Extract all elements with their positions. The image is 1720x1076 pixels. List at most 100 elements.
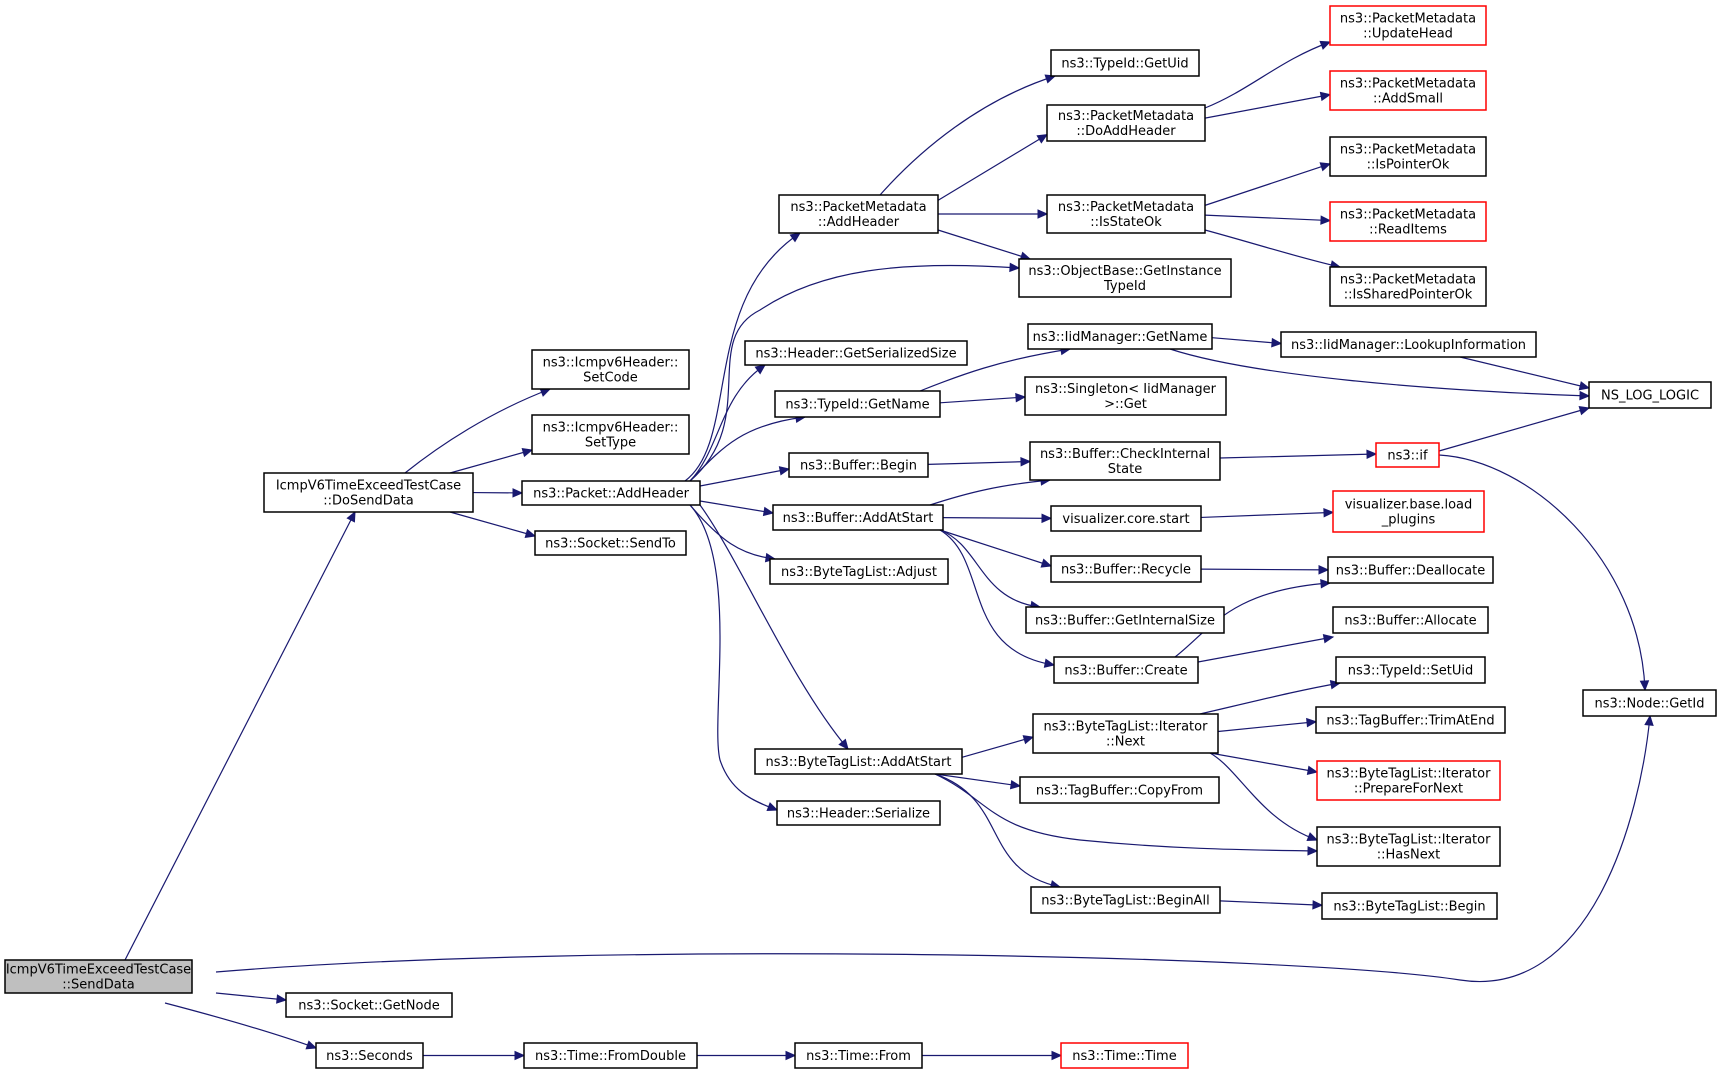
edge-line: [1219, 900, 1323, 906]
node-label: ns3::ByteTagList::Adjust: [781, 565, 937, 580]
node-fromDouble[interactable]: ns3::Time::FromDouble: [523, 1042, 698, 1069]
edge-line: [1217, 721, 1317, 733]
node-btlAdjust[interactable]: ns3::ByteTagList::Adjust: [769, 558, 949, 585]
node-setCode[interactable]: ns3::Icmpv6Header::SetCode: [531, 349, 690, 390]
node-btlBegin[interactable]: ns3::ByteTagList::Begin: [1321, 892, 1498, 920]
arrowhead-icon: [1022, 735, 1035, 745]
node-setType[interactable]: ns3::Icmpv6Header::SetType: [531, 414, 690, 455]
node-hdrSerialize[interactable]: ns3::Header::Serialize: [776, 800, 941, 826]
call-edge-pmAddHeader-to-doAddHeader: [937, 133, 1049, 201]
node-nodeGetId[interactable]: ns3::Node::GetId: [1582, 689, 1717, 717]
node-bufCreate[interactable]: ns3::Buffer::Create: [1053, 656, 1199, 684]
arrowhead-icon: [1320, 579, 1332, 589]
node-label: ns3::Seconds: [326, 1049, 413, 1064]
node-isPointerOk[interactable]: ns3::PacketMetadata::IsPointerOk: [1329, 136, 1487, 177]
node-doSendData[interactable]: IcmpV6TimeExceedTestCase::DoSendData: [263, 472, 474, 513]
call-edge-bufAddAtStart-to-bufCreate: [939, 529, 1056, 668]
edge-line: [699, 504, 849, 750]
node-bufRecycle[interactable]: ns3::Buffer::Recycle: [1050, 555, 1202, 583]
node-singletonGet[interactable]: ns3::Singleton< IidManager>::Get: [1024, 376, 1227, 416]
node-pktAddHeader[interactable]: ns3::Packet::AddHeader: [521, 480, 701, 506]
node-isSharedPtrOk[interactable]: ns3::PacketMetadata::IsSharedPointerOk: [1329, 266, 1487, 307]
node-vizLoadPlugins[interactable]: visualizer.base.load_plugins: [1332, 490, 1485, 533]
edge-line: [1204, 214, 1331, 222]
edge-line: [939, 529, 1052, 567]
node-setUid[interactable]: ns3::TypeId::SetUid: [1335, 656, 1486, 684]
node-sendTo[interactable]: ns3::Socket::SendTo: [534, 530, 687, 556]
node-hasNext[interactable]: ns3::ByteTagList::Iterator::HasNext: [1316, 826, 1501, 867]
node-btlBeginAll[interactable]: ns3::ByteTagList::BeginAll: [1030, 886, 1221, 914]
edge-line: [937, 229, 1031, 260]
call-edge-iidGetName-to-nsLogLogic: [1169, 348, 1591, 401]
node-label: ns3::Header::GetSerializedSize: [755, 347, 956, 362]
node-box: [531, 349, 690, 390]
node-lookupInfo[interactable]: ns3::IidManager::LookupInformation: [1280, 331, 1537, 358]
node-doAddHeader[interactable]: ns3::PacketMetadata::DoAddHeader: [1046, 104, 1206, 142]
node-iidGetName[interactable]: ns3::IidManager::GetName: [1027, 323, 1213, 350]
node-typeGetName[interactable]: ns3::TypeId::GetName: [774, 390, 941, 418]
node-prepForNext[interactable]: ns3::ByteTagList::Iterator::PrepareForNe…: [1316, 760, 1501, 801]
node-tbCopyFrom[interactable]: ns3::TagBuffer::CopyFrom: [1019, 776, 1220, 804]
call-edge-itNext-to-prepForNext: [1209, 752, 1319, 776]
node-bufGetIntSize[interactable]: ns3::Buffer::GetInternalSize: [1025, 606, 1225, 634]
edge-line: [1204, 41, 1331, 109]
node-box: [778, 194, 939, 234]
call-edge-btlAddAtStart-to-tbCopyFrom: [934, 773, 1022, 790]
edge-line: [449, 511, 536, 537]
node-readItems[interactable]: ns3::PacketMetadata::ReadItems: [1329, 201, 1487, 242]
node-box: [1032, 713, 1219, 754]
node-vizCoreStart[interactable]: visualizer.core.start: [1050, 505, 1202, 532]
node-itNext[interactable]: ns3::ByteTagList::Iterator::Next: [1032, 713, 1219, 754]
call-edge-doSendData-to-setType: [449, 447, 534, 474]
call-edge-pktAddHeader-to-pmAddHeader: [684, 232, 802, 482]
node-sendData[interactable]: IcmpV6TimeExceedTestCase::SendData: [4, 959, 193, 994]
node-nsIf[interactable]: ns3::if: [1375, 442, 1440, 468]
node-label: ns3::Buffer::CheckInternal: [1040, 447, 1210, 462]
node-getSerSize[interactable]: ns3::Header::GetSerializedSize: [744, 340, 968, 366]
node-bufAddAtStart[interactable]: ns3::Buffer::AddAtStart: [772, 504, 944, 531]
node-getUid[interactable]: ns3::TypeId::GetUid: [1050, 49, 1200, 77]
node-trimAtEnd[interactable]: ns3::TagBuffer::TrimAtEnd: [1315, 706, 1506, 734]
call-edges: [124, 40, 1654, 1061]
node-label: ns3::PacketMetadata: [1340, 12, 1476, 27]
arrowhead-icon: [766, 802, 779, 812]
node-isStateOk[interactable]: ns3::PacketMetadata::IsStateOk: [1046, 194, 1206, 234]
edge-line: [449, 449, 533, 474]
edge-line: [689, 264, 1020, 482]
call-edge-isStateOk-to-isPointerOk: [1204, 162, 1332, 206]
node-label: ns3::Time::From: [806, 1049, 911, 1064]
node-bufBegin[interactable]: ns3::Buffer::Begin: [788, 452, 929, 478]
node-box: [1375, 442, 1440, 468]
node-btlAddAtStart[interactable]: ns3::ByteTagList::AddAtStart: [754, 748, 963, 775]
node-bufDealloc[interactable]: ns3::Buffer::Deallocate: [1327, 556, 1494, 584]
arrowhead-icon: [1644, 714, 1654, 726]
call-edge-pktAddHeader-to-btlAdjust: [689, 504, 777, 563]
node-box: [1329, 5, 1487, 46]
call-edge-btlBeginAll-to-btlBegin: [1219, 900, 1324, 910]
edge-line: [1169, 348, 1590, 397]
node-addSmall[interactable]: ns3::PacketMetadata::AddSmall: [1329, 70, 1487, 111]
node-label: ns3::Node::GetId: [1595, 697, 1705, 712]
arrowhead-icon: [521, 447, 534, 458]
node-seconds[interactable]: ns3::Seconds: [315, 1042, 424, 1069]
node-label: ns3::PacketMetadata: [1340, 208, 1476, 223]
call-edge-bufAddAtStart-to-bufGetIntSize: [939, 529, 1042, 611]
edge-line: [934, 773, 1318, 852]
node-label: ns3::Buffer::Deallocate: [1336, 564, 1485, 579]
node-timeTime[interactable]: ns3::Time::Time: [1060, 1042, 1189, 1069]
node-timeFrom[interactable]: ns3::Time::From: [794, 1042, 923, 1069]
node-nsLogLogic[interactable]: NS_LOG_LOGIC: [1588, 381, 1712, 409]
node-label: TypeId: [1103, 279, 1146, 294]
node-pmAddHeader[interactable]: ns3::PacketMetadata::AddHeader: [778, 194, 939, 234]
call-edge-bufCreate-to-bufAlloc: [1197, 634, 1335, 663]
arrowhead-icon: [1009, 779, 1022, 790]
node-box: [1329, 201, 1487, 242]
node-getNode[interactable]: ns3::Socket::GetNode: [285, 992, 453, 1018]
node-bufAlloc[interactable]: ns3::Buffer::Allocate: [1332, 606, 1489, 634]
node-updateHead[interactable]: ns3::PacketMetadata::UpdateHead: [1329, 5, 1487, 46]
node-box: [769, 558, 949, 585]
node-label: ::SendData: [62, 978, 135, 993]
node-label: ns3::Buffer::Recycle: [1061, 563, 1191, 578]
